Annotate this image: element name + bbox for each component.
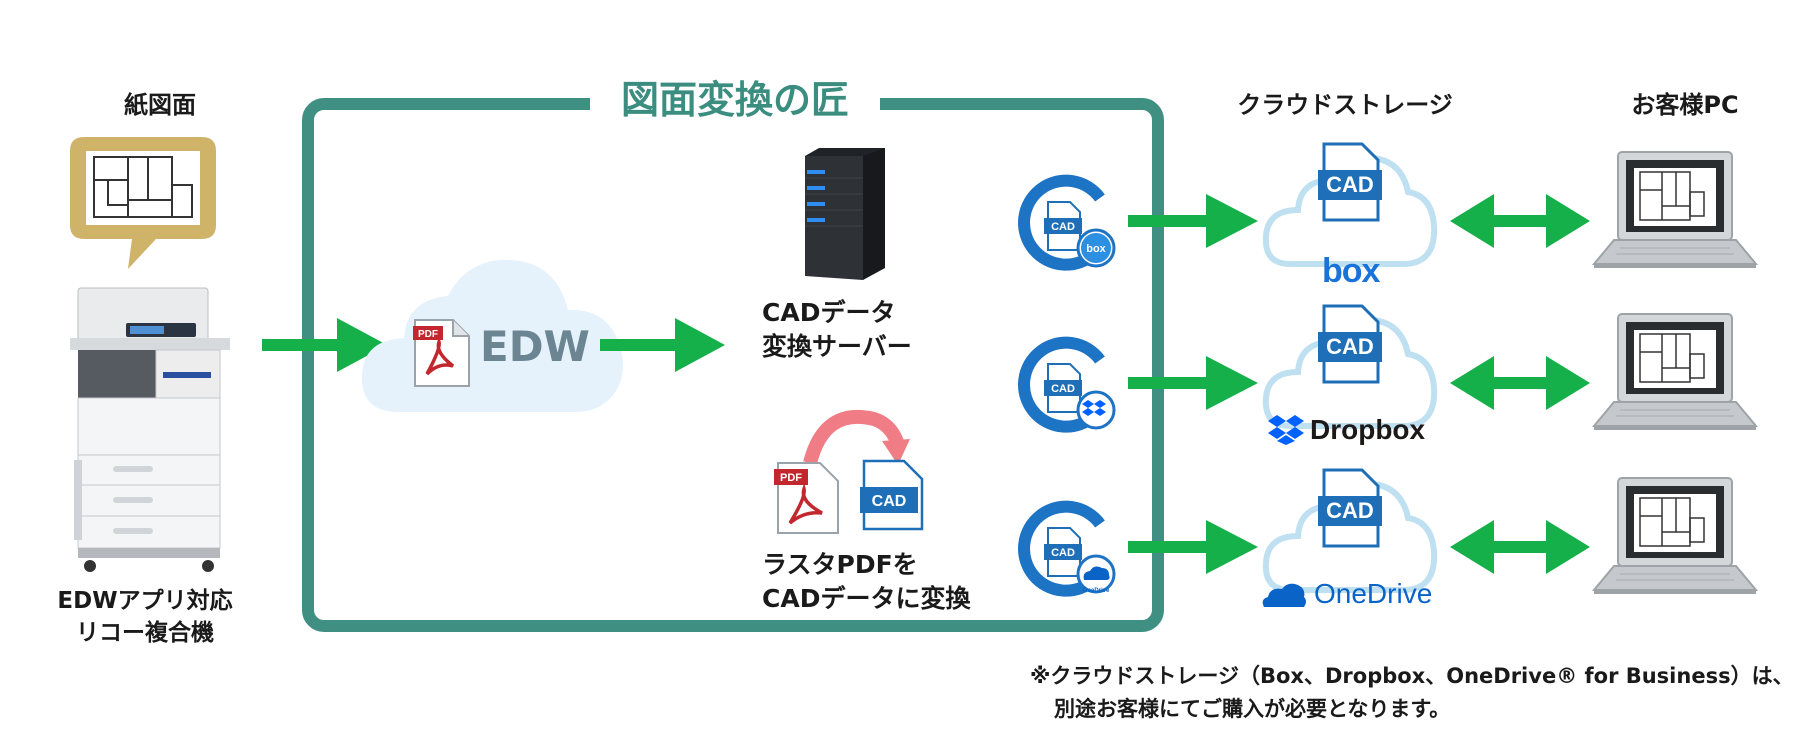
onedrive-customer-laptop-icon <box>1591 477 1759 594</box>
printer-label-line2: リコー複合機 <box>76 620 214 646</box>
box-customer-laptop-icon <box>1591 151 1759 268</box>
onedrive-storage-cad-text: CAD <box>1326 498 1374 523</box>
arrow-cloud-to-server <box>600 318 725 372</box>
box-badge-label: box <box>1086 243 1106 255</box>
footnote-line1: ※クラウドストレージ（Box、Dropbox、OneDrive® for Bus… <box>1030 664 1794 688</box>
box-storage-cad-text: CAD <box>1326 172 1374 197</box>
dropbox-service-name: Dropbox <box>1268 414 1425 446</box>
conv-pdf-badge-text: PDF <box>780 472 802 484</box>
onedrive-service-name-text: OneDrive <box>1314 578 1433 609</box>
box-sync-double-arrow <box>1450 194 1590 248</box>
conversion-label: ラスタPDFを CADデータに変換 <box>762 548 970 616</box>
storage-heading: クラウドストレージ <box>1237 91 1453 119</box>
pdf-to-cad-conversion-icon: PDF CAD <box>774 409 924 534</box>
conversion-label-line1: ラスタPDFを <box>762 550 918 579</box>
box-storage-cloud-icon: CAD <box>1262 142 1438 267</box>
onedrive-sync-badge-icon: CAD OneDrive <box>1018 500 1116 597</box>
dropbox-customer-laptop-icon <box>1591 313 1759 430</box>
paper-drawing-bubble-icon <box>70 137 216 269</box>
arrow-printer-to-cloud <box>262 318 387 372</box>
box-sync-badge-icon: CAD box <box>1018 174 1116 271</box>
box-service-name-text: box <box>1322 252 1380 290</box>
onedrive-arrow-to-storage <box>1128 520 1258 574</box>
server-label: CADデータ 変換サーバー <box>762 296 912 364</box>
edw-label: EDW <box>480 322 590 371</box>
dropbox-badge-cad-text: CAD <box>1051 383 1075 395</box>
onedrive-storage-cloud-icon: CAD <box>1262 468 1438 593</box>
onedrive-badge-label: OneDrive <box>1083 588 1110 594</box>
footnote: ※クラウドストレージ（Box、Dropbox、OneDrive® for Bus… <box>1030 660 1794 726</box>
pdf-file-icon: PDF <box>413 319 470 387</box>
dropbox-service-name-text: Dropbox <box>1310 414 1426 445</box>
paper-drawing-label: 紙図面 <box>124 91 196 119</box>
box-badge-cad-text: CAD <box>1051 221 1075 233</box>
server-icon <box>805 148 885 280</box>
printer-label-line1: EDWアプリ対応 <box>57 588 233 614</box>
box-arrow-to-storage <box>1128 194 1258 248</box>
dropbox-sync-double-arrow <box>1450 356 1590 410</box>
onedrive-service-name: OneDrive <box>1260 578 1432 610</box>
dropbox-arrow-to-storage <box>1128 356 1258 410</box>
onedrive-sync-double-arrow <box>1450 520 1590 574</box>
server-label-line2: 変換サーバー <box>762 332 912 361</box>
customer-pc-heading: お客様PC <box>1631 91 1739 119</box>
dropbox-logo-icon <box>1268 415 1304 445</box>
dropbox-sync-badge-icon: CAD <box>1018 336 1116 433</box>
server-label-line1: CADデータ <box>762 298 896 327</box>
onedrive-logo-icon <box>1262 583 1306 607</box>
conv-cad-badge-text: CAD <box>872 493 907 510</box>
printer-label: EDWアプリ対応 リコー複合機 <box>30 585 260 649</box>
box-service-name: box <box>1322 252 1380 291</box>
conversion-label-line2: CADデータに変換 <box>762 584 971 613</box>
multifunction-printer-icon <box>70 287 230 572</box>
service-title: 図面変換の匠 <box>590 72 880 128</box>
onedrive-badge-cad-text: CAD <box>1051 547 1075 559</box>
dropbox-storage-cloud-icon: CAD <box>1262 304 1438 429</box>
pdf-badge-text: PDF <box>418 329 438 340</box>
dropbox-storage-cad-text: CAD <box>1326 334 1374 359</box>
footnote-line2: 別途お客様にてご購入が必要となります。 <box>1054 697 1451 721</box>
